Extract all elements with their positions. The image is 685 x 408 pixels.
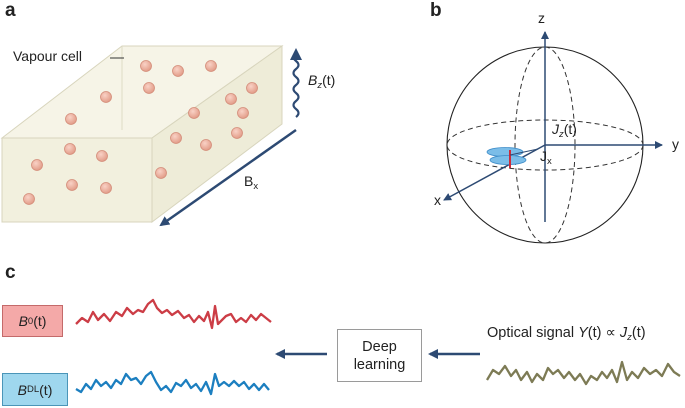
optical-y-arg: (t) ∝ bbox=[587, 325, 620, 341]
atom bbox=[64, 143, 76, 155]
atom bbox=[65, 113, 77, 125]
bdl-trace bbox=[75, 370, 270, 396]
b0-trace bbox=[75, 298, 272, 330]
atom bbox=[66, 179, 78, 191]
bz-arg: (t) bbox=[322, 72, 336, 88]
bx-base: B bbox=[244, 173, 254, 189]
bdl-sub: DL bbox=[26, 384, 40, 395]
optical-trace bbox=[486, 360, 681, 386]
atom bbox=[225, 93, 237, 105]
jx-label: Jx bbox=[540, 148, 552, 167]
panel-letter-b: b bbox=[430, 0, 442, 21]
axis-z-label: z bbox=[538, 10, 545, 26]
bz-label: Bz(t) bbox=[308, 72, 335, 91]
panel-letter-c: c bbox=[5, 262, 16, 283]
optical-j-sub: z bbox=[627, 332, 632, 343]
atom bbox=[96, 150, 108, 162]
spin-disc-lower bbox=[489, 155, 527, 165]
deep-learning-line1: Deep bbox=[362, 338, 397, 355]
bx-label: Bx bbox=[244, 173, 258, 192]
bz-sub: z bbox=[317, 80, 323, 91]
optical-j: J bbox=[619, 325, 628, 341]
atom bbox=[205, 60, 217, 72]
atom bbox=[31, 159, 43, 171]
b0-base: B bbox=[18, 313, 28, 329]
atom bbox=[140, 60, 152, 72]
atom bbox=[188, 107, 200, 119]
atom bbox=[23, 193, 35, 205]
bz-wave bbox=[292, 50, 300, 118]
spin-disc-upper bbox=[486, 147, 524, 157]
atom bbox=[246, 82, 258, 94]
optical-y: Y bbox=[578, 325, 588, 341]
bx-sub: x bbox=[253, 181, 259, 192]
atoms bbox=[23, 60, 258, 205]
atom bbox=[237, 107, 249, 119]
optical-prefix: Optical signal bbox=[487, 325, 579, 341]
b0-arg: (t) bbox=[33, 313, 47, 329]
jx-sub: x bbox=[547, 156, 552, 167]
optical-signal-label: Optical signal Y(t) ∝ Jz(t) bbox=[487, 325, 646, 343]
bdl-arg: (t) bbox=[39, 381, 53, 398]
atom bbox=[100, 91, 112, 103]
atom bbox=[170, 132, 182, 144]
bz-base: B bbox=[308, 72, 318, 88]
bdl-base: B bbox=[17, 381, 27, 398]
atom bbox=[155, 167, 167, 179]
x-axis bbox=[443, 144, 546, 201]
jx-base: J bbox=[540, 148, 547, 164]
atom bbox=[231, 127, 243, 139]
vapour-cell-label: Vapour cell bbox=[13, 48, 83, 64]
atom bbox=[200, 139, 212, 151]
atom bbox=[143, 82, 155, 94]
deep-learning-line2: learning bbox=[353, 356, 406, 373]
bloch-sphere bbox=[443, 31, 663, 244]
bx-arrow bbox=[159, 128, 297, 227]
axis-y-label: y bbox=[672, 136, 679, 152]
jz-arg: (t) bbox=[563, 121, 577, 137]
panel-letter-a: a bbox=[5, 0, 16, 21]
axis-x-label: x bbox=[434, 192, 441, 208]
jz-sub: z bbox=[559, 129, 564, 140]
optical-j-arg: (t) bbox=[631, 325, 646, 341]
atom bbox=[100, 182, 112, 194]
bz-arrowhead bbox=[290, 48, 302, 60]
b0-sub: 0 bbox=[27, 315, 34, 327]
atom bbox=[172, 65, 184, 77]
jz-base: J bbox=[552, 121, 559, 137]
jz-label: Jz(t) bbox=[552, 121, 577, 140]
deep-learning-box: Deep learning bbox=[337, 329, 422, 382]
